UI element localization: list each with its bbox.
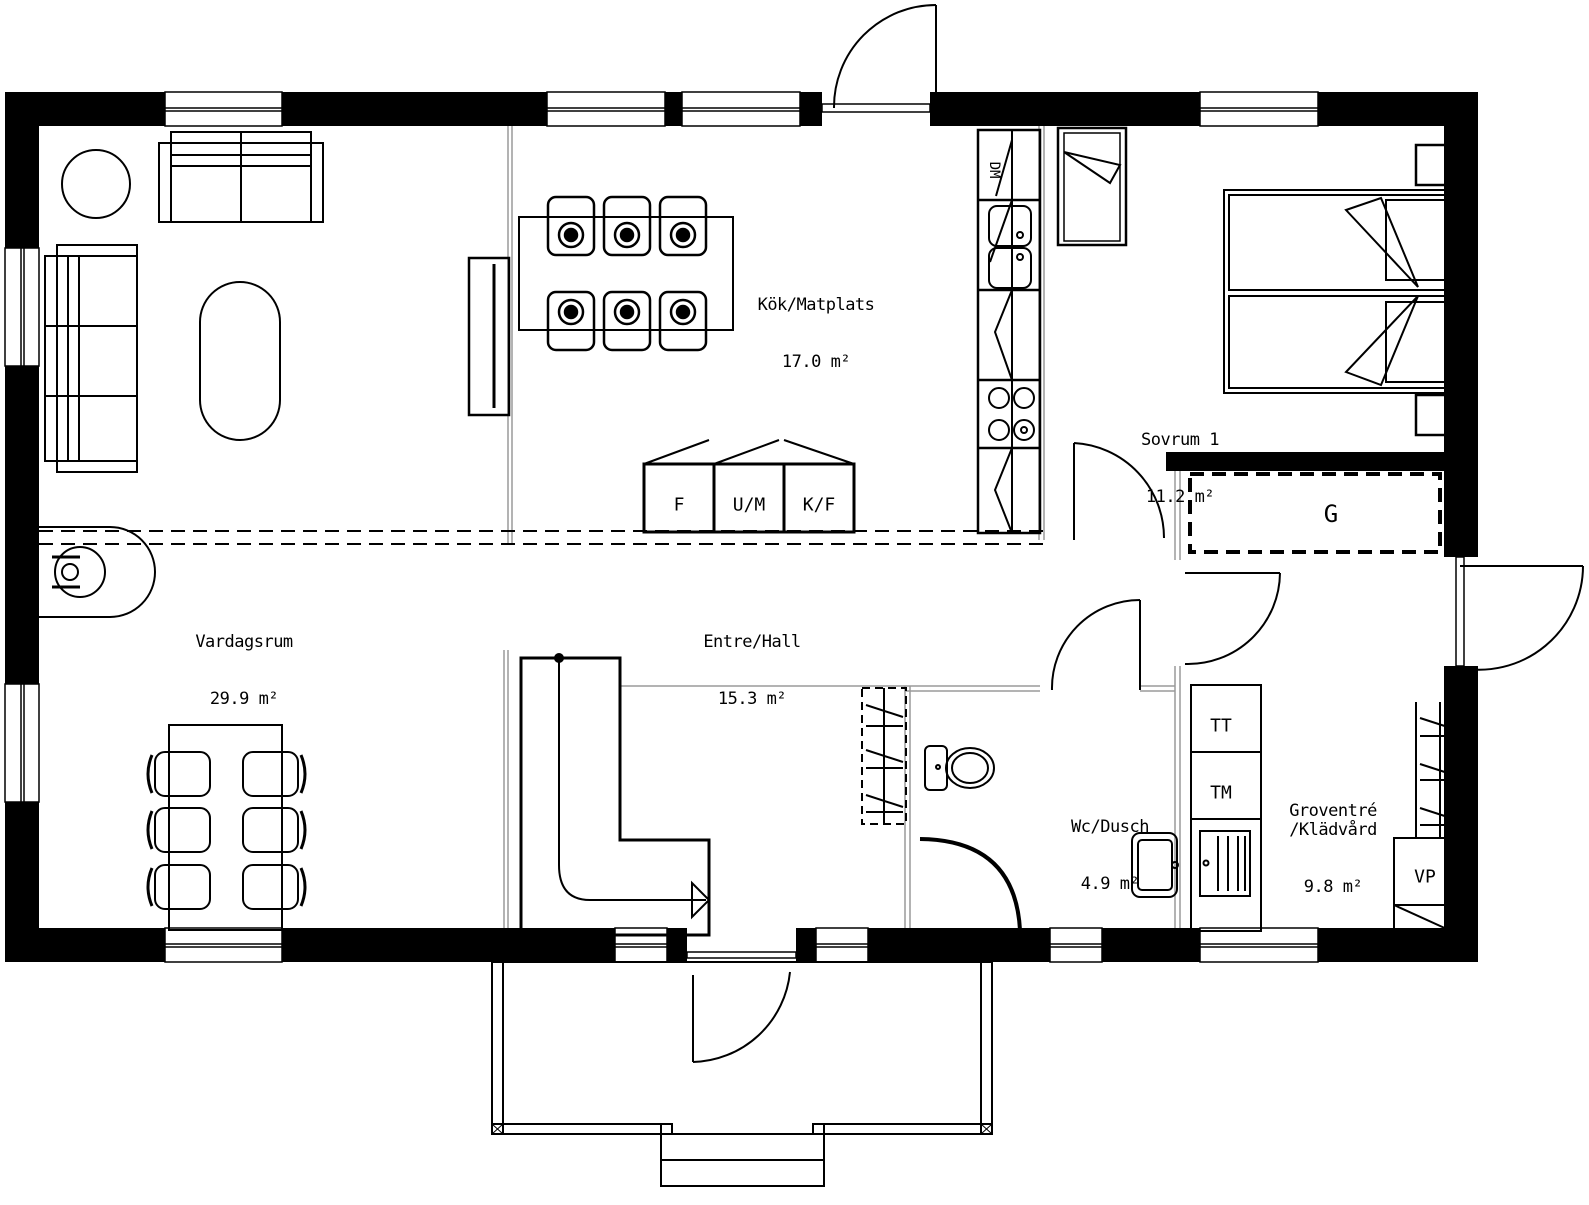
room-area: 11.2 xyxy=(1145,487,1185,507)
wardrobe-g xyxy=(1188,472,1442,554)
dishwasher-label: DM xyxy=(986,161,1002,179)
room-label-vardagsrum: Vardagsrum 29.9 m² xyxy=(195,595,293,728)
room-area-unit: m² xyxy=(258,689,279,709)
door-front-entrance[interactable] xyxy=(686,951,797,1063)
laundry-column xyxy=(1190,684,1262,932)
beam-line xyxy=(39,530,1045,545)
room-name: Entre/Hall xyxy=(703,632,801,652)
room-area: 9.8 xyxy=(1303,877,1334,897)
nightstands xyxy=(1414,143,1448,437)
coffee-table-oval xyxy=(199,281,281,441)
room-name: Vardagsrum xyxy=(195,632,293,652)
exterior-walls xyxy=(5,92,1478,962)
chairs-left xyxy=(146,751,211,910)
sofa-top xyxy=(158,131,324,223)
double-bed xyxy=(1223,189,1460,394)
kitchen-chairs-bottom xyxy=(546,290,708,352)
room-area-unit: m² xyxy=(1194,487,1215,507)
stair-landing xyxy=(519,653,711,937)
window-top-3 xyxy=(681,91,801,127)
window-bottom-2 xyxy=(614,927,668,963)
window-bottom-4 xyxy=(1049,927,1103,963)
door-top-kitchen[interactable] xyxy=(821,4,937,113)
door-wc[interactable] xyxy=(1050,599,1141,691)
window-bottom-5 xyxy=(1199,927,1319,963)
fridge-label: F xyxy=(673,494,685,516)
round-side-table xyxy=(61,149,131,219)
fridge-freezer-label: K/F xyxy=(802,494,836,516)
heat-pump xyxy=(1393,837,1461,936)
dryer-label: TT xyxy=(1210,715,1232,737)
kitchen-counter xyxy=(976,128,1042,535)
room-label-sovrum1: Sovrum 1 11.2 m² xyxy=(1141,393,1219,526)
door-right-groventre[interactable] xyxy=(1455,556,1584,671)
room-name: Sovrum 1 xyxy=(1141,430,1219,450)
window-bottom-3 xyxy=(815,927,869,963)
window-top-2 xyxy=(546,91,666,127)
room-area-unit: m² xyxy=(1342,877,1363,897)
washer-label: TM xyxy=(1210,782,1232,804)
room-label-kok: Kök/Matplats 17.0 m² xyxy=(758,258,875,391)
window-bottom-1 xyxy=(164,927,283,963)
room-label-entre: Entre/Hall 15.3 m² xyxy=(703,595,801,728)
chairs-right xyxy=(242,751,307,910)
kitchen-chairs-top xyxy=(546,195,708,257)
room-label-wc: Wc/Dusch 4.9 m² xyxy=(1071,780,1149,913)
window-top-4 xyxy=(1199,91,1319,127)
room-area-unit: m² xyxy=(766,689,787,709)
sofa-left xyxy=(44,244,138,473)
window-left-2 xyxy=(4,683,40,803)
room-name: Wc/Dusch xyxy=(1071,817,1149,837)
room-area: 29.9 xyxy=(209,689,249,709)
window-left-1 xyxy=(4,247,40,367)
door-sovrum[interactable] xyxy=(1073,442,1166,540)
washbasin xyxy=(1131,832,1179,898)
dining-table-living xyxy=(146,724,307,931)
wardrobe-g-label: G xyxy=(1323,500,1339,528)
dining-table-kitchen xyxy=(518,195,734,352)
fireplace xyxy=(39,526,156,618)
coat-rack-entre xyxy=(861,687,907,825)
room-area: 15.3 xyxy=(717,689,757,709)
stove-icon xyxy=(988,387,1035,441)
door-g-closet[interactable] xyxy=(1184,572,1281,666)
room-area: 17.0 xyxy=(781,352,821,372)
appliance-column xyxy=(642,439,856,534)
heat-pump-label: VP xyxy=(1414,866,1436,888)
room-area-unit: m² xyxy=(830,352,851,372)
room-area: 4.9 xyxy=(1080,874,1111,894)
tv-unit xyxy=(467,256,511,417)
room-area-unit: m² xyxy=(1119,874,1140,894)
room-name: Kök/Matplats xyxy=(757,295,875,315)
window-top-1 xyxy=(164,91,283,127)
wardrobe-sovrum xyxy=(1056,126,1128,247)
room-name: Groventré /Klädvård xyxy=(1289,801,1377,840)
porch xyxy=(491,961,993,1187)
room-label-groventre: Groventré /Klädvård 9.8 m² xyxy=(1289,764,1377,916)
oven-micro-label: U/M xyxy=(732,494,766,516)
toilet xyxy=(924,745,995,791)
shower-screen xyxy=(919,837,1022,931)
